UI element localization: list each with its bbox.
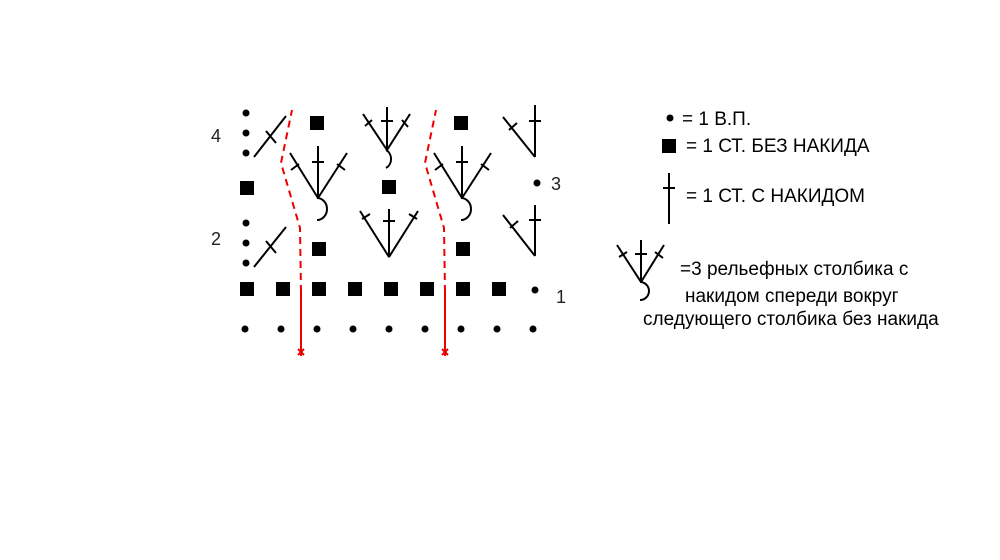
- foundation-chain-row: [241, 325, 537, 333]
- relief-fan-symbol-icon: [616, 240, 665, 301]
- double-crochet-symbol-icon: [663, 173, 675, 224]
- row-1: [240, 282, 539, 296]
- row-4: [242, 105, 541, 169]
- legend-relief-line-2: накидом спереди вокруг: [685, 286, 899, 307]
- relief-fan-stitch: [289, 146, 348, 221]
- repeat-line-left: [279, 109, 305, 356]
- row-label-4: 4: [211, 126, 221, 146]
- row-label-2: 2: [211, 229, 221, 249]
- single-crochet-symbol-icon: [662, 139, 676, 153]
- legend-double-crochet: = 1 СТ. С НАКИДОМ: [686, 186, 865, 207]
- relief-fan-stitch: [362, 107, 411, 169]
- row-3: [240, 146, 541, 221]
- legend-relief-line-1: =3 рельефных столбика с: [680, 259, 908, 280]
- legend-single-crochet: = 1 СТ. БЕЗ НАКИДА: [686, 136, 870, 157]
- repeat-line-right: [423, 109, 449, 356]
- row-label-1: 1: [556, 287, 566, 307]
- legend: = 1 В.П. = 1 СТ. БЕЗ НАКИДА = 1 СТ. С НА…: [616, 109, 939, 330]
- legend-relief-line-3: следующего столбика без накида: [643, 309, 939, 330]
- legend-chain: = 1 В.П.: [682, 109, 751, 130]
- row-label-3: 3: [551, 174, 561, 194]
- chain-symbol-icon: [666, 114, 674, 122]
- fan-stitch: [359, 209, 419, 258]
- row-2: [242, 205, 541, 268]
- relief-fan-stitch: [433, 146, 492, 221]
